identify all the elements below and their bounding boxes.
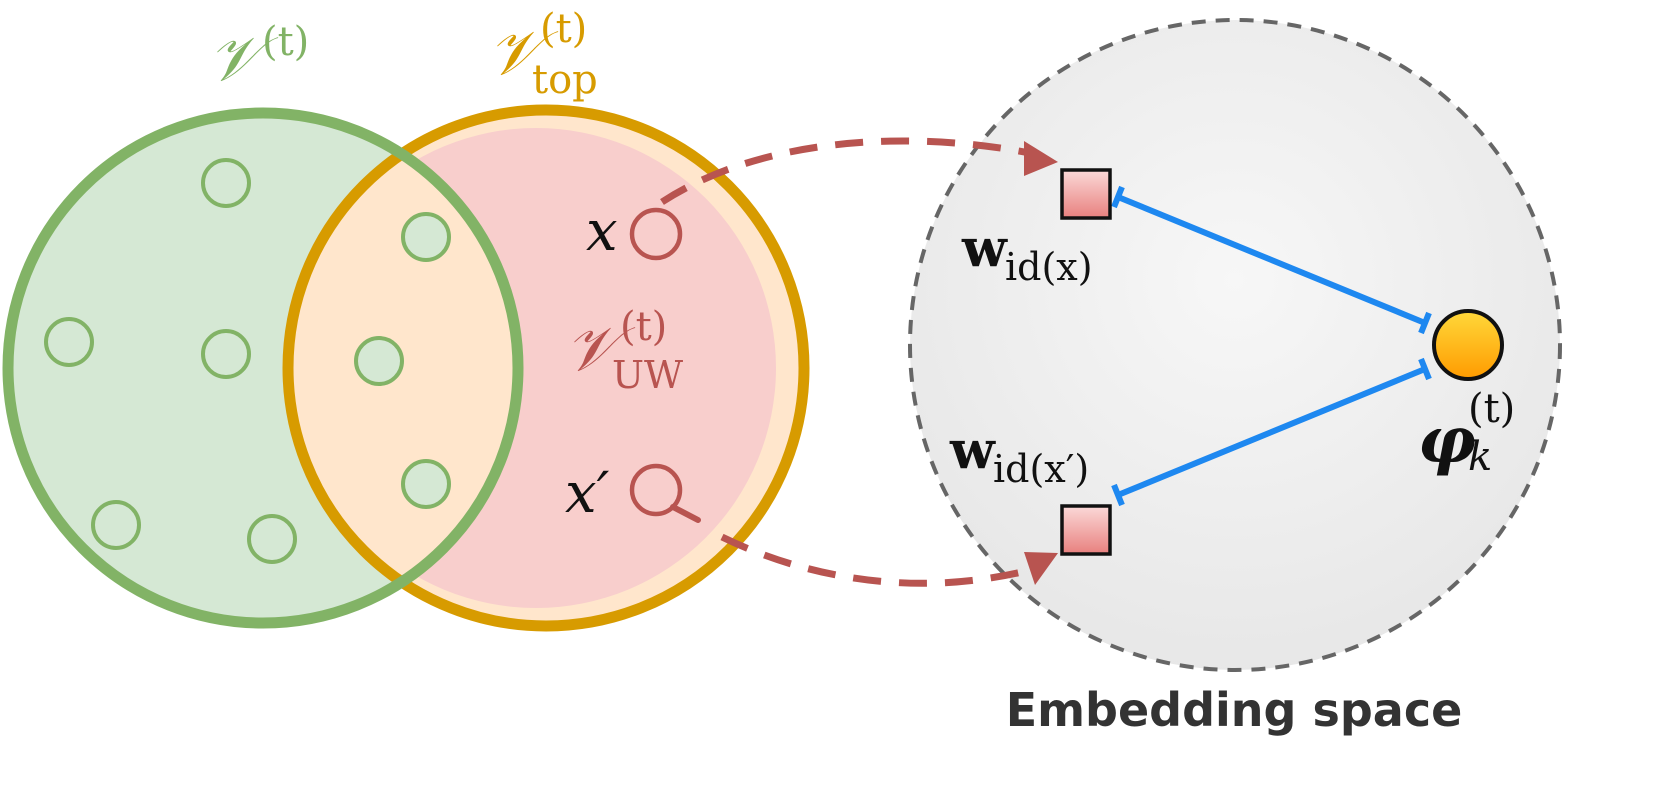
set-v-t-outline — [2, 107, 524, 629]
label-v-top: 𝒱 (t) top — [488, 6, 598, 103]
tick — [1418, 311, 1432, 335]
tick — [1111, 185, 1125, 209]
label-phi-sup: (t) — [1468, 386, 1515, 432]
label-v-top-sup: (t) — [540, 6, 587, 52]
arrowhead-x — [1024, 141, 1058, 176]
distance-lines — [1111, 185, 1432, 507]
label-w-x-sub: id(x) — [1005, 245, 1093, 289]
tick — [1111, 483, 1125, 507]
data-point — [91, 500, 141, 550]
embedding-w-x-prime — [1060, 504, 1112, 556]
label-v-top-sub: top — [532, 57, 598, 103]
magnifier-handle — [670, 504, 701, 523]
label-v-uw: 𝒱 (t) UW — [565, 304, 683, 397]
data-point — [201, 329, 251, 379]
green-points — [44, 158, 451, 564]
label-x-prime: x′ — [565, 461, 610, 526]
label-x: x — [586, 199, 618, 264]
arrowhead-x-prime — [1024, 552, 1058, 585]
label-w-x-prime: w id(x′) — [949, 420, 1089, 491]
data-point — [401, 212, 451, 262]
tick — [1418, 357, 1432, 381]
data-point — [401, 459, 451, 509]
label-w-x-symbol: w — [961, 218, 1008, 279]
label-phi-sub: k — [1468, 434, 1492, 480]
point-x-prime — [629, 463, 683, 517]
prototype-phi — [1432, 309, 1504, 381]
mapping-arrow-x — [660, 137, 1041, 205]
label-v-t: 𝒱 (t) — [208, 19, 309, 95]
label-w-x: w id(x) — [961, 218, 1093, 289]
data-point — [354, 336, 404, 386]
data-point — [44, 317, 94, 367]
distance-line-x-prime — [1116, 366, 1427, 498]
label-v-uw-sub: UW — [612, 353, 683, 397]
label-w-x-prime-symbol: w — [949, 420, 996, 481]
embedding-w-x — [1060, 168, 1112, 220]
embedding-caption: Embedding space — [1006, 683, 1463, 737]
distance-line-x — [1116, 194, 1427, 326]
data-point — [247, 514, 297, 564]
point-x — [629, 207, 683, 261]
label-v-t-sup: (t) — [262, 19, 309, 65]
mapping-arrow-x-prime — [720, 533, 1031, 587]
data-point — [201, 158, 251, 208]
label-v-uw-sup: (t) — [620, 304, 667, 350]
label-phi-symbol: φ — [1418, 403, 1476, 478]
set-v-top-outline — [282, 104, 810, 632]
label-phi: φ (t) k — [1418, 386, 1515, 480]
label-w-x-prime-sub: id(x′) — [993, 447, 1089, 491]
